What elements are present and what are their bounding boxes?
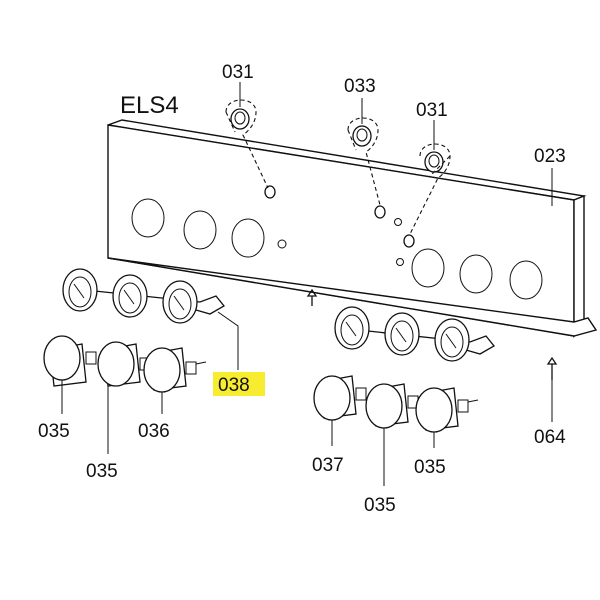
knob-037 — [313, 375, 367, 421]
bezel-ring-strip-038 — [62, 268, 225, 324]
indicator-lamp-031-left — [225, 82, 269, 189]
label-035-c: 035 — [364, 495, 396, 516]
label-038-highlight — [213, 372, 265, 396]
label-023: 023 — [534, 146, 566, 167]
label-036: 036 — [138, 421, 170, 442]
bezel-ring-strip-right — [334, 306, 495, 362]
indicator-lamp-033 — [347, 98, 381, 206]
diagram-title: ELS4 — [120, 92, 179, 119]
label-033: 033 — [344, 76, 376, 97]
label-035-d: 035 — [414, 457, 446, 478]
label-064: 064 — [534, 427, 566, 448]
knob-035-right-back — [415, 387, 479, 433]
label-037: 037 — [312, 455, 344, 476]
label-038: 038 — [218, 375, 250, 396]
label-031-left: 031 — [222, 62, 254, 83]
control-panel-023 — [107, 119, 598, 339]
knob-035-right-mid — [365, 383, 419, 429]
indicator-lamp-031-right — [409, 120, 451, 235]
screw-064 — [546, 356, 558, 422]
knob-035-left-front — [43, 335, 97, 387]
label-031-right: 031 — [416, 100, 448, 121]
knob-036 — [143, 347, 207, 393]
label-035-b: 035 — [86, 461, 118, 482]
label-035-a: 035 — [38, 421, 70, 442]
leader-038 — [217, 311, 239, 370]
screw-center — [306, 288, 318, 306]
knob-035-left-mid — [97, 341, 151, 387]
